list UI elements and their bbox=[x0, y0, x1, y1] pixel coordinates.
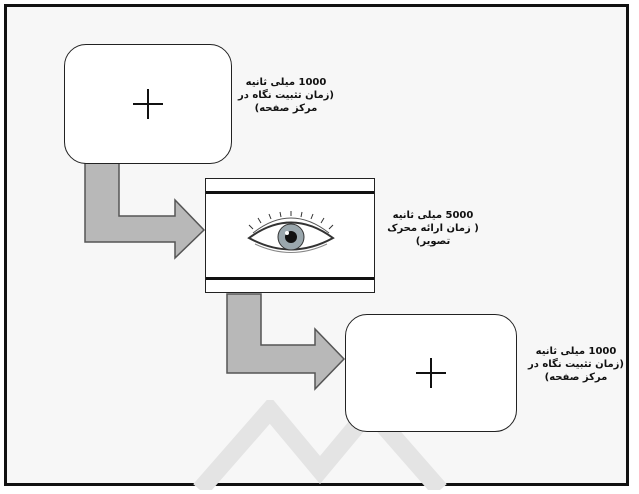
fixation-screen-2 bbox=[345, 314, 517, 432]
plus-cross-icon bbox=[133, 89, 163, 119]
stage-2-duration: 5000 میلی ثانیه bbox=[392, 210, 474, 221]
top-band bbox=[206, 191, 374, 194]
transition-arrow-1 bbox=[84, 161, 206, 260]
stage-2-line3: تصویر) bbox=[415, 236, 451, 247]
stimulus-screen bbox=[205, 178, 375, 293]
stage-3-line3: مرکز صفحه) bbox=[544, 372, 608, 383]
stage-3-duration: 1000 میلی ثانیه bbox=[535, 346, 617, 357]
bottom-band bbox=[206, 277, 374, 280]
stage-3-line2: (زمان تثبیت نگاه در bbox=[528, 359, 624, 370]
eye-icon bbox=[247, 211, 335, 253]
fixation-screen-1 bbox=[64, 44, 232, 164]
stage-3-caption: 1000 میلی ثانیه (زمان تثبیت نگاه در مرکز… bbox=[521, 345, 631, 384]
stage-1-duration: 1000 میلی ثانیه bbox=[245, 77, 327, 88]
elbow-arrow-icon bbox=[84, 161, 206, 260]
stage-1-line3: مرکز صفحه) bbox=[254, 103, 318, 114]
transition-arrow-2 bbox=[226, 293, 346, 391]
stage-1-line2: (زمان تثبیت نگاه در bbox=[238, 90, 334, 101]
plus-cross-icon bbox=[416, 358, 446, 388]
stage-1-caption: 1000 میلی ثانیه (زمان تثبیت نگاه در مرکز… bbox=[236, 76, 336, 115]
stage-2-line2: ( زمان ارائه محرک bbox=[387, 223, 479, 234]
stage-2-caption: 5000 میلی ثانیه ( زمان ارائه محرک تصویر) bbox=[378, 209, 488, 248]
elbow-arrow-icon bbox=[226, 293, 346, 391]
